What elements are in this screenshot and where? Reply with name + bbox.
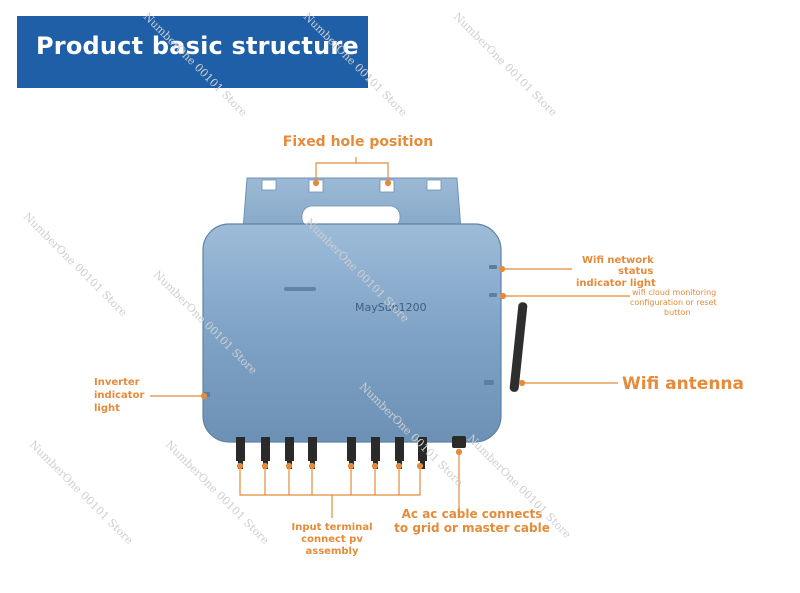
ac-cable-label-2: to grid or master cable [394,521,550,535]
inverter-label-3: light [94,403,120,414]
wifi-antenna [509,302,528,392]
wifi-network-label-1: Wifi network [582,255,654,266]
input-terminal-label-1: Input terminal [291,522,373,533]
wifi-antenna-label: Wifi antenna [622,374,745,394]
wifi-network-label-2: status [618,266,654,277]
inverter-label-1: Inverter [94,377,140,388]
leader-lines [150,157,630,518]
brand-logo [284,287,316,291]
fixed-hole-label: Fixed hole position [282,134,434,150]
ac-cable-label-1: Ac ac cable connects [401,507,543,521]
model-label: MaySun1200 [355,301,427,314]
input-terminal-label-3: assembly [305,546,359,557]
wifi-cloud-label-3: button [664,308,691,317]
reset-button [489,293,497,297]
wifi-cloud-label-1: wifi cloud monitoring [632,288,717,297]
wifi-network-label-3: indicator light [576,278,656,289]
inverter-label-2: indicator [94,390,145,401]
title-banner [17,16,368,88]
wifi-status-led [489,265,497,269]
wifi-cloud-label-2: configuration or reset [630,298,717,307]
input-terminal-label-2: connect pv [301,534,363,545]
page-title: Product basic structure [36,32,359,60]
antenna-port [484,380,494,385]
mounting-bracket [242,177,462,231]
inverter-body [202,223,502,443]
